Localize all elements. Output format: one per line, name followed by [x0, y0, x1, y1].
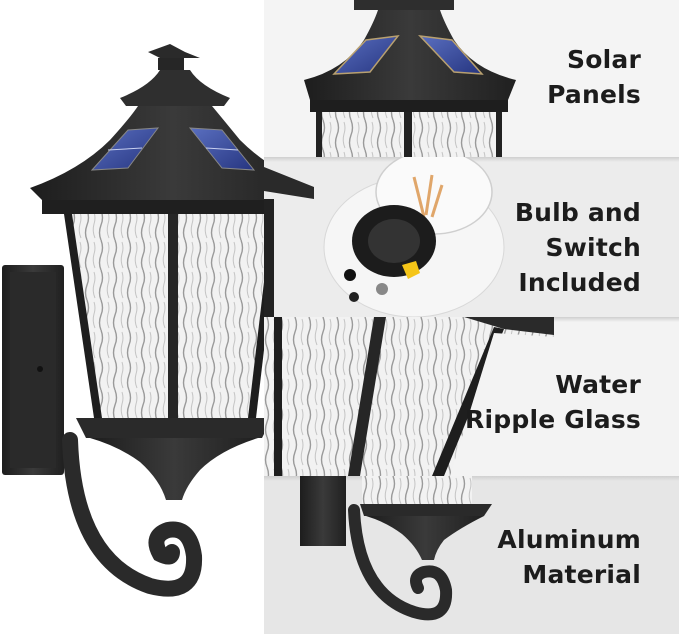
feature-label-solar-panels: Solar Panels — [547, 45, 641, 109]
feature-panel-solar: Solar Panels — [264, 0, 679, 157]
solar-lantern-closeup — [304, 0, 516, 157]
bulb-and-switch-closeup — [264, 157, 505, 317]
feature-panels: Solar Panels Bulb and Switch Included — [264, 0, 679, 636]
feature-panel-glass: Water Ripple Glass — [264, 317, 679, 476]
feature-label-bulb-switch: Bulb and Switch Included — [514, 198, 641, 297]
feature-label-ripple-glass: Water Ripple Glass — [465, 370, 641, 434]
switch-icon — [402, 261, 420, 279]
aluminum-bracket-closeup — [300, 476, 492, 621]
wall-lantern-illustration — [2, 44, 316, 597]
feature-label-aluminum: Aluminum Material — [497, 525, 641, 589]
wall-backplate — [2, 265, 64, 475]
ripple-glass-closeup — [264, 317, 554, 476]
feature-panel-material: Aluminum Material — [264, 476, 679, 634]
feature-panel-bulb: Bulb and Switch Included — [264, 157, 679, 317]
